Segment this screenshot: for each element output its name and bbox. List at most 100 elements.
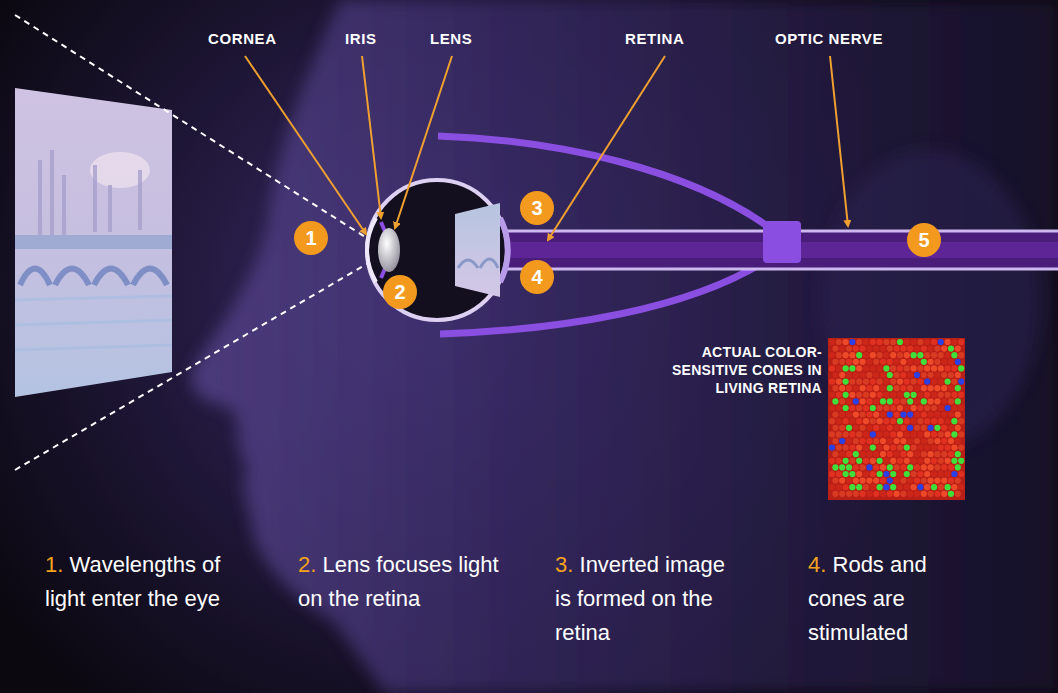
cone-cell — [839, 451, 845, 457]
cone-cell — [890, 418, 896, 424]
cone-cell — [924, 484, 930, 490]
cone-cell — [846, 425, 852, 431]
cone-cell — [955, 425, 961, 431]
cone-cell — [829, 352, 835, 358]
cone-cell — [931, 352, 937, 358]
callout-number: 4 — [531, 267, 542, 287]
cone-cell — [829, 339, 835, 345]
cone-cell — [890, 405, 896, 411]
retina-wall — [500, 218, 508, 282]
light-rays — [15, 15, 452, 470]
cone-cell — [911, 418, 917, 424]
cone-cell — [948, 478, 954, 484]
cone-cell — [907, 385, 913, 391]
cone-cell — [843, 405, 849, 411]
cone-cell — [846, 359, 852, 365]
cone-cell — [843, 471, 849, 477]
cone-cell — [945, 445, 951, 451]
cone-cell — [887, 346, 893, 352]
callout-circle: 2 — [383, 275, 417, 309]
cone-cell — [945, 484, 951, 490]
cone-cell — [853, 398, 859, 404]
cone-cell — [860, 451, 866, 457]
cone-cell — [900, 346, 906, 352]
cone-cell — [843, 484, 849, 490]
cone-cell — [894, 398, 900, 404]
cone-cell — [870, 445, 876, 451]
cone-cell — [890, 392, 896, 398]
callout-number: 5 — [918, 230, 929, 250]
cone-cell — [948, 346, 954, 352]
cone-cell — [917, 405, 923, 411]
leader-optic-nerve — [830, 56, 848, 226]
cone-cell — [832, 438, 838, 444]
cone-cell — [951, 431, 957, 437]
cone-cell — [914, 438, 920, 444]
cone-cell — [924, 379, 930, 385]
cone-cell — [945, 471, 951, 477]
cone-cell — [883, 365, 889, 371]
painting-water — [15, 296, 172, 350]
lens — [378, 228, 400, 272]
cone-cell — [877, 418, 883, 424]
cone-cell — [924, 339, 930, 345]
cone-cell — [907, 438, 913, 444]
cone-cell — [843, 379, 849, 385]
cone-cell — [832, 491, 838, 497]
cone-cell — [883, 431, 889, 437]
mosaic-ground — [828, 338, 965, 500]
cone-cell — [832, 398, 838, 404]
cone-cell — [917, 418, 923, 424]
cone-cell — [931, 458, 937, 464]
cone-cell — [873, 451, 879, 457]
cone-cell — [880, 491, 886, 497]
cone-cell — [866, 478, 872, 484]
cone-cell — [877, 458, 883, 464]
cone-cell — [829, 445, 835, 451]
part-label: LENS — [430, 30, 472, 48]
cone-cell — [853, 346, 859, 352]
cone-cell — [853, 372, 859, 378]
cone-cell — [958, 379, 964, 385]
cone-cell — [849, 392, 855, 398]
cone-cell — [911, 431, 917, 437]
cone-cell — [907, 372, 913, 378]
cone-cell — [951, 392, 957, 398]
cone-cell — [897, 431, 903, 437]
cone-cell — [945, 365, 951, 371]
cone-cell — [863, 458, 869, 464]
cone-cell — [934, 451, 940, 457]
cone-cell — [836, 445, 842, 451]
cone-cell — [934, 438, 940, 444]
cone-cell — [948, 372, 954, 378]
cone-cell — [928, 464, 934, 470]
cone-cell — [832, 372, 838, 378]
cone-cell — [928, 425, 934, 431]
cone-cell — [894, 464, 900, 470]
cone-cell — [877, 392, 883, 398]
cone-cell — [839, 346, 845, 352]
cone-cell — [873, 438, 879, 444]
cone-cell — [846, 346, 852, 352]
cone-cell — [955, 438, 961, 444]
cone-cell — [843, 458, 849, 464]
cone-cell — [863, 379, 869, 385]
cone-cell — [877, 379, 883, 385]
cone-cell — [945, 458, 951, 464]
cone-cell — [917, 352, 923, 358]
cone-cell — [836, 471, 842, 477]
cone-cell — [873, 425, 879, 431]
cone-cell — [904, 339, 910, 345]
cone-cell — [863, 484, 869, 490]
cone-cell — [894, 438, 900, 444]
leader-lines — [245, 56, 848, 240]
cone-cell — [951, 405, 957, 411]
cone-cell — [877, 445, 883, 451]
cone-cell — [877, 431, 883, 437]
painting — [15, 88, 172, 397]
cone-cell — [958, 431, 964, 437]
cone-cell — [955, 398, 961, 404]
cone-cell — [921, 398, 927, 404]
cone-cell — [951, 471, 957, 477]
